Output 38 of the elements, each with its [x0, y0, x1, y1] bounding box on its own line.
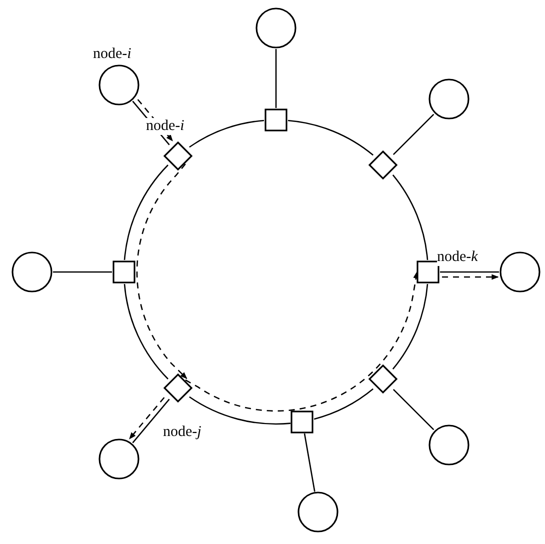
ring-segment	[189, 120, 264, 148]
station-circle	[428, 79, 469, 120]
interface-square	[417, 261, 439, 283]
node-label: node-j	[163, 424, 202, 440]
interface-diamond	[369, 150, 398, 179]
ring-segment	[189, 396, 291, 425]
ring-segment	[124, 284, 168, 380]
ring-segment	[124, 164, 168, 260]
message-path-arrow	[136, 164, 188, 379]
connector-line	[392, 114, 434, 156]
interface-diamond	[369, 365, 398, 394]
station-circle	[298, 492, 338, 532]
connector-line	[304, 433, 316, 492]
interface-square	[291, 410, 314, 433]
message-path-arrow	[442, 274, 499, 280]
interface-square	[113, 261, 135, 283]
message-path-arrow	[185, 271, 419, 412]
station-circle	[12, 252, 52, 292]
interface-square	[265, 109, 287, 131]
station-circle	[99, 438, 140, 479]
ring-segment	[392, 284, 428, 370]
connector-line	[53, 271, 112, 273]
station-circle	[428, 424, 469, 465]
ring-segment	[288, 120, 374, 156]
interface-diamond	[164, 374, 192, 402]
connector-line	[392, 388, 434, 430]
connector-line	[275, 49, 277, 108]
ring-segment	[392, 174, 428, 260]
station-circle	[99, 65, 140, 106]
node-label: node-i	[146, 118, 184, 134]
station-circle	[500, 252, 540, 292]
connector-line	[132, 398, 170, 444]
node-label: node-k	[437, 249, 478, 266]
message-path-arrow	[129, 397, 165, 440]
connector-line	[440, 271, 499, 273]
ring-segment	[314, 388, 374, 420]
station-circle	[256, 8, 296, 48]
interface-diamond	[164, 142, 192, 170]
